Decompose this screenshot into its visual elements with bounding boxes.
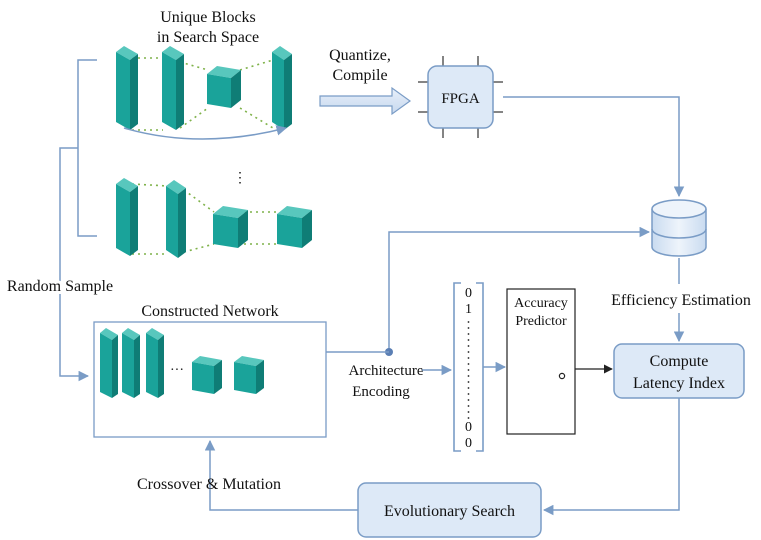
constructed-network-title: Constructed Network: [141, 303, 278, 320]
constructed-network-layers: ···: [100, 328, 264, 398]
conv-block-2: [162, 46, 184, 130]
conv-block-7: [213, 206, 248, 248]
fpga-chip: FPGA: [418, 56, 503, 138]
network-mlp-icon: [291, 328, 321, 404]
network-layers-ellipsis: ···: [170, 363, 184, 378]
compute-label-line2: Latency Index: [633, 375, 725, 392]
accuracy-label-line2: Predictor: [515, 314, 567, 329]
conv-block-4: [272, 46, 292, 130]
fpga-label: FPGA: [441, 91, 480, 107]
conv-block-3: [207, 66, 241, 108]
conv-block-1: [116, 46, 138, 130]
evolutionary-search-box: Evolutionary Search: [357, 482, 542, 538]
random-sample-bracket: [59, 59, 97, 382]
network-block-2: [122, 328, 140, 398]
rows-ellipsis: ⋮: [233, 171, 247, 186]
skip-connection-arrow: [123, 125, 288, 140]
architecture-encoding-line1: Architecture: [349, 363, 424, 379]
unique-blocks-title-line2: in Search Space: [157, 29, 259, 46]
compute-latency-index-box: Compute Latency Index: [613, 343, 745, 399]
vector-value-bottom: 0: [465, 436, 472, 451]
fpga-to-database-arrow: [503, 96, 685, 198]
quantize-compile-arrow: [319, 86, 412, 116]
architecture-encoding-line2: Encoding: [352, 384, 410, 400]
network-block-1: [100, 328, 118, 398]
compute-label-line1: Compute: [650, 353, 709, 370]
conv-block-8: [277, 206, 312, 248]
vector-value-second-last: 0: [465, 420, 472, 435]
quantize-label-line2: Compile: [332, 67, 387, 84]
vector-dots: [467, 321, 470, 419]
encoding-vector: 0 1 0 0: [453, 282, 484, 452]
network-block-5: [234, 356, 264, 394]
quantize-label-line1: Quantize,: [329, 47, 391, 64]
database-icon: [651, 199, 707, 257]
crossover-mutation-label: Crossover & Mutation: [137, 476, 281, 493]
search-space-row-1: [116, 46, 292, 140]
random-sample-label: Random Sample: [7, 278, 113, 295]
vector-value-top: 0: [465, 286, 472, 301]
accuracy-label-line1: Accuracy: [514, 296, 568, 311]
unique-blocks-title-line1: Unique Blocks: [160, 9, 256, 26]
vector-value-second: 1: [465, 302, 472, 317]
network-block-4: [192, 356, 222, 394]
conv-block-6: [166, 180, 186, 258]
latency-to-evolutionary-arrow: [542, 398, 680, 516]
predictor-mlp-icon: [517, 337, 566, 415]
search-space-row-2: [116, 178, 312, 258]
evolutionary-search-label: Evolutionary Search: [384, 503, 515, 520]
encoding-to-database-arrow: [388, 226, 651, 352]
network-block-3: [146, 328, 164, 398]
evolutionary-to-network-arrow: [204, 439, 358, 511]
efficiency-estimation-label: Efficiency Estimation: [611, 292, 751, 309]
conv-block-5: [116, 178, 138, 256]
accuracy-predictor-box: Accuracy Predictor: [506, 288, 576, 435]
